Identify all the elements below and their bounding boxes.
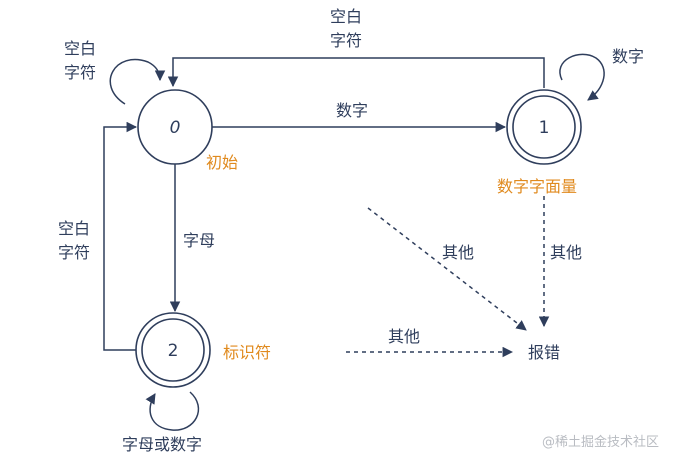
watermark: @稀土掘金技术社区 <box>542 434 659 450</box>
edge-0-to-2-label: 字母 <box>183 231 215 250</box>
state-2: 2 <box>135 312 211 388</box>
state-0: 0 <box>137 89 213 165</box>
edge-other-to-error <box>367 207 527 331</box>
state-2-label: 2 <box>168 341 179 361</box>
edge-top-label-2: 字符 <box>330 31 362 50</box>
edge-top-label-1: 空白 <box>330 7 362 26</box>
edge-other-to-error-label: 其他 <box>442 243 474 262</box>
self-loop-0-label-1: 空白 <box>64 39 96 58</box>
self-loop-2 <box>145 391 200 431</box>
self-loop-1 <box>559 53 605 101</box>
self-loop-0 <box>109 58 166 105</box>
self-loop-0-label-2: 字符 <box>64 63 96 82</box>
edge-2-to-error-label: 其他 <box>388 327 420 346</box>
edge-2-to-0-left <box>103 121 138 351</box>
state-0-tag: 初始 <box>206 153 238 172</box>
state-1-label: 1 <box>539 118 550 138</box>
state-1: 1 <box>506 89 582 165</box>
self-loop-1-label: 数字 <box>612 47 644 66</box>
edge-0-to-1-label: 数字 <box>336 101 368 120</box>
state-1-tag: 数字字面量 <box>497 177 577 196</box>
error-node: 报错 <box>528 343 560 362</box>
self-loop-2-label: 字母或数字 <box>122 435 202 454</box>
state-2-tag: 标识符 <box>223 343 271 362</box>
edge-2-to-0-label-2: 字符 <box>58 243 90 262</box>
edge-1-to-error-label: 其他 <box>550 243 582 262</box>
state-0-label: 0 <box>170 118 181 138</box>
edge-2-to-0-label-1: 空白 <box>58 219 90 238</box>
edge-1-to-0-top <box>167 57 545 88</box>
